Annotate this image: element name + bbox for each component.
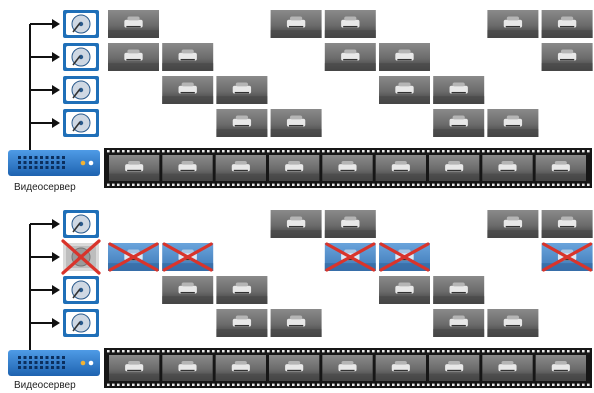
top-disk-1-frame — [108, 10, 159, 38]
bottom-disk-4-frame — [216, 309, 267, 337]
top-disk-3-frame — [162, 76, 213, 104]
film-frame — [429, 155, 479, 181]
top-disk-2-frame — [162, 43, 213, 71]
film-frame — [162, 355, 212, 381]
film-frame — [269, 355, 319, 381]
film-frame — [482, 355, 532, 381]
top-disk-2-frame — [325, 43, 376, 71]
top-disk-4-frame — [271, 109, 322, 137]
top-disk-4-frame — [487, 109, 538, 137]
bottom-disk-4-frame — [487, 309, 538, 337]
film-frame — [216, 355, 266, 381]
film-frame — [536, 155, 586, 181]
bottom-disk-4-icon — [63, 309, 99, 337]
bottom-disk-3-icon — [63, 276, 99, 304]
bottom-disk-1-frame — [542, 210, 593, 238]
film-frame — [322, 155, 372, 181]
top-disk-1-frame — [325, 10, 376, 38]
top-disk-1-frame — [271, 10, 322, 38]
top-server-label: Видеосервер — [14, 182, 76, 193]
film-frame — [269, 155, 319, 181]
top-disk-1-frame — [542, 10, 593, 38]
bottom-disk-1-frame — [271, 210, 322, 238]
top-video-server-icon — [8, 150, 100, 176]
bottom-disk-4-frame — [271, 309, 322, 337]
bottom-disk-1-frame — [325, 210, 376, 238]
top-disk-2-frame — [108, 43, 159, 71]
film-frame — [162, 155, 212, 181]
top-disk-3-frame — [216, 76, 267, 104]
bottom-disk-3-frame — [216, 276, 267, 304]
top-disk-1-icon — [63, 10, 99, 38]
top-disk-1-frame — [487, 10, 538, 38]
film-frame — [482, 155, 532, 181]
film-frame — [376, 155, 426, 181]
film-frame — [376, 355, 426, 381]
bottom-disk-1-frame — [487, 210, 538, 238]
bottom-disk-4-frame — [433, 309, 484, 337]
film-frame — [536, 355, 586, 381]
connection-arrows — [30, 219, 60, 350]
top-disk-2-frame — [542, 43, 593, 71]
film-frame — [109, 355, 159, 381]
top-disk-2-icon — [63, 43, 99, 71]
bottom-disk-3-frame — [162, 276, 213, 304]
bottom-disk-3-frame — [379, 276, 430, 304]
film-frame — [109, 155, 159, 181]
connection-arrows — [30, 19, 60, 150]
top-disk-2-frame — [379, 43, 430, 71]
bottom-disk-3-frame — [433, 276, 484, 304]
top-disk-3-frame — [379, 76, 430, 104]
film-frame — [216, 155, 266, 181]
bottom-server-label: Видеосервер — [14, 380, 76, 391]
top-disk-3-frame — [433, 76, 484, 104]
film-frame — [322, 355, 372, 381]
film-frame — [429, 355, 479, 381]
top-disk-3-icon — [63, 76, 99, 104]
bottom-video-server-icon — [8, 350, 100, 376]
bottom-disk-1-icon — [63, 210, 99, 238]
top-disk-4-icon — [63, 109, 99, 137]
top-disk-4-frame — [216, 109, 267, 137]
top-disk-4-frame — [433, 109, 484, 137]
